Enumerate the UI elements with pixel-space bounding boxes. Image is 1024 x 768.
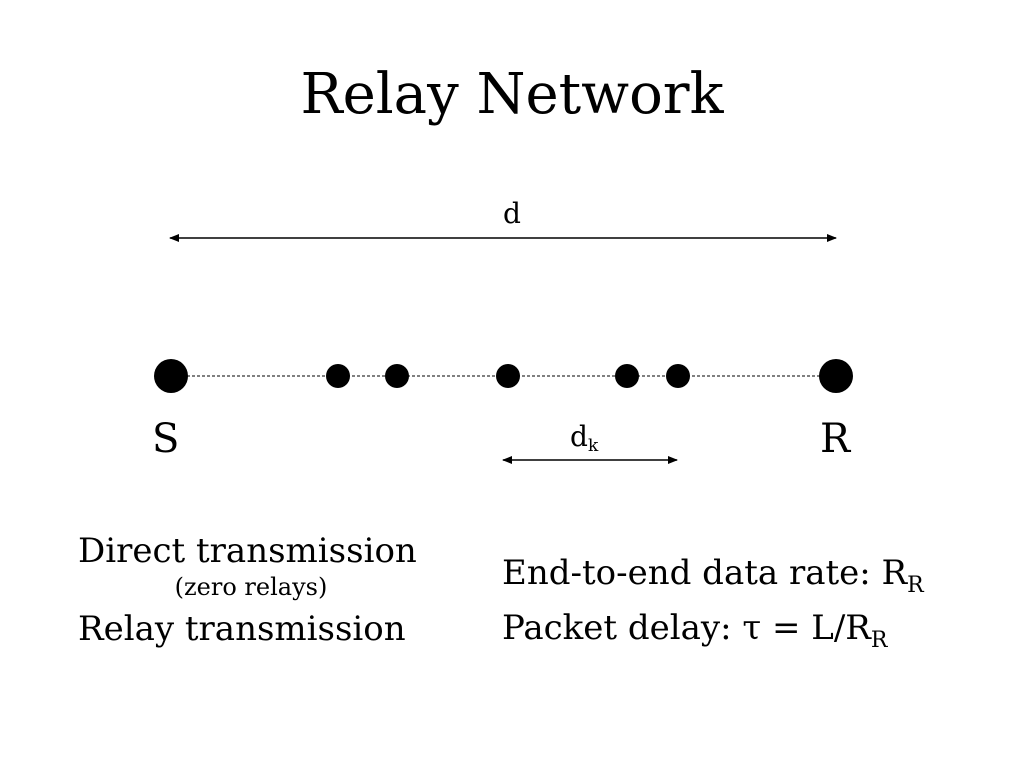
data-rate-subscript: R [907, 573, 924, 598]
source-label: S [152, 416, 180, 462]
destination-label: R [820, 416, 851, 462]
slide-title: Relay Network [300, 62, 724, 127]
relay-node [326, 364, 350, 388]
packet-delay-subscript: R [870, 628, 888, 653]
hop-distance-subscript: k [587, 436, 599, 456]
destination-node [819, 359, 853, 393]
source-node [154, 359, 188, 393]
relay-node [615, 364, 639, 388]
hop-distance-base: d [570, 420, 588, 453]
distance-label: d [503, 197, 521, 230]
zero-relays-note: (zero relays) [174, 573, 328, 601]
packet-delay-line: Packet delay: τ = L/RR [502, 607, 1002, 662]
packet-delay-text: Packet delay: τ = L/R [502, 608, 871, 648]
relay-node [385, 364, 409, 388]
direct-transmission-label: Direct transmission [78, 531, 417, 571]
relay-node [666, 364, 690, 388]
data-rate-line: End-to-end data rate: RR [502, 552, 1002, 607]
data-rate-text: End-to-end data rate: R [502, 553, 908, 593]
relay-node [496, 364, 520, 388]
performance-metrics: End-to-end data rate: RR Packet delay: τ… [502, 552, 1002, 662]
relay-transmission-label: Relay transmission [78, 609, 406, 649]
transmission-types: Direct transmission (zero relays) Relay … [78, 530, 424, 650]
hop-distance-label: dk [570, 420, 598, 463]
